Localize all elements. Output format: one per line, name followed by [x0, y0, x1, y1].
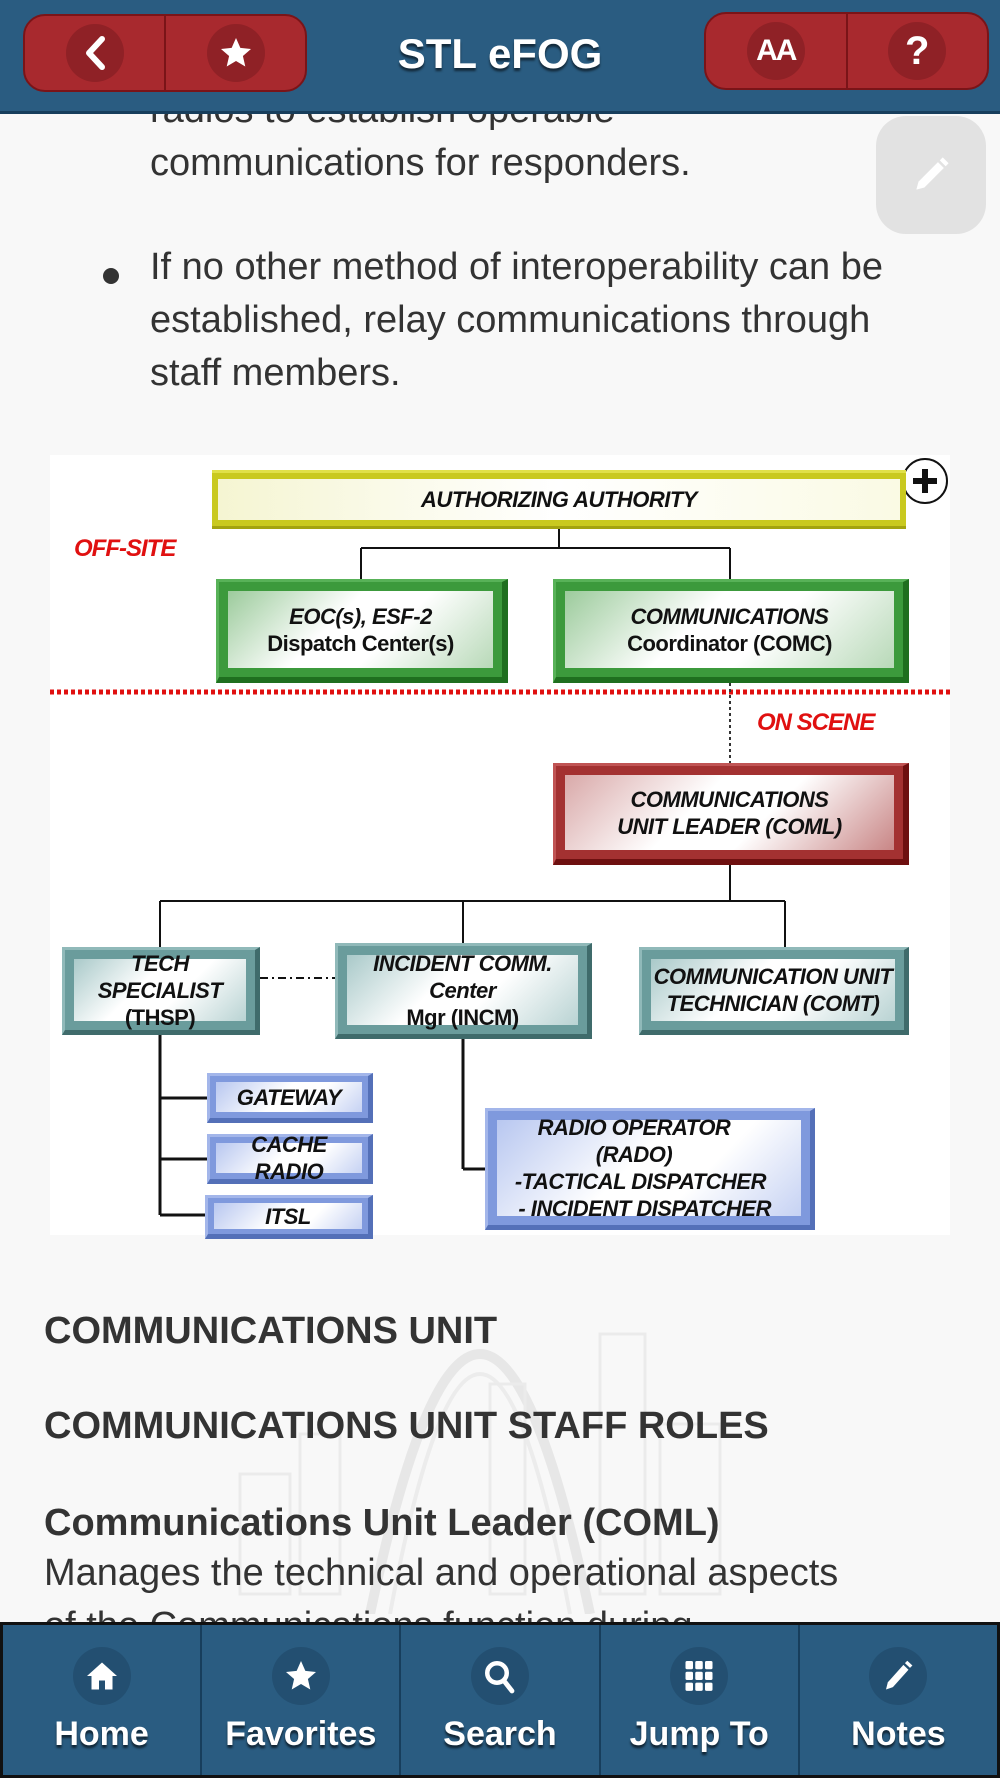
- plus-icon: [913, 469, 937, 493]
- node-label: INCIDENT COMM. Center: [373, 950, 552, 1003]
- org-chart-connectors: [50, 527, 950, 1217]
- node-comt: COMMUNICATION UNIT TECHNICIAN (COMT): [639, 947, 909, 1035]
- home-icon: [72, 1647, 131, 1705]
- tab-home-label: Home: [54, 1715, 149, 1753]
- node-authorizing-authority: AUTHORIZING AUTHORITY: [212, 470, 906, 529]
- node-cache-radio: CACHE RADIO: [207, 1132, 373, 1184]
- role-heading-coml: Communications Unit Leader (COML): [44, 1502, 720, 1544]
- node-thsp: TECH SPECIALIST (THSP): [62, 947, 260, 1035]
- text-size-button[interactable]: AA: [706, 14, 846, 88]
- tab-home[interactable]: Home: [3, 1625, 200, 1775]
- node-label: ITSL: [265, 1203, 311, 1229]
- on-scene-label: ON SCENE: [757, 709, 875, 736]
- partial-paragraph-line-1: radios to establish operable: [150, 114, 930, 137]
- node-label: TECHNICIAN (COMT): [666, 991, 880, 1016]
- node-label: - INCIDENT DISPATCHER: [518, 1196, 771, 1221]
- search-icon: [471, 1647, 529, 1705]
- content-area[interactable]: radios to establish operable communicati…: [0, 114, 1000, 1624]
- tab-favorites[interactable]: Favorites: [200, 1625, 399, 1775]
- node-label: COMMUNICATION UNIT: [653, 964, 893, 989]
- help-icon: ?: [888, 22, 947, 80]
- tab-notes-label: Notes: [851, 1715, 946, 1753]
- org-chart-image[interactable]: OFF-SITE ON SCENE AUTHORIZING AUTHORITY …: [50, 455, 950, 1239]
- role-description-line-2: of the Communications function during: [44, 1600, 964, 1624]
- node-label: UNIT LEADER (COML): [617, 813, 842, 839]
- header-right-button-group: AA ?: [704, 12, 989, 90]
- node-itsl: ITSL: [205, 1195, 373, 1239]
- bullet-item: If no other method of interoperability c…: [150, 246, 884, 394]
- tab-jump-to[interactable]: Jump To: [598, 1625, 798, 1775]
- star-icon: [206, 24, 265, 82]
- help-button[interactable]: ?: [845, 14, 988, 88]
- node-label: TECH SPECIALIST: [97, 950, 223, 1003]
- tab-notes[interactable]: Notes: [797, 1625, 997, 1775]
- node-label: (THSP): [124, 1004, 196, 1030]
- node-comc: COMMUNICATIONS Coordinator (COMC): [553, 579, 909, 683]
- section-heading-staff-roles: COMMUNICATIONS UNIT STAFF ROLES: [44, 1405, 769, 1447]
- pencil-icon: [869, 1647, 928, 1705]
- node-label: CACHE RADIO: [251, 1132, 327, 1184]
- node-coml: COMMUNICATIONS UNIT LEADER (COML): [553, 763, 909, 865]
- star-icon: [271, 1647, 330, 1705]
- skyline-watermark-icon: [238, 1332, 722, 1614]
- node-incm: INCIDENT COMM. Center Mgr (INCM): [335, 943, 592, 1039]
- node-label: AUTHORIZING AUTHORITY: [421, 487, 697, 512]
- partial-paragraph-line-2: communications for responders.: [150, 142, 691, 184]
- node-label: Mgr (INCM): [406, 1004, 519, 1030]
- node-rado: RADIO OPERATOR (RADO) -TACTICAL DISPATCH…: [485, 1108, 815, 1230]
- node-label: EOC(s), ESF-2: [289, 603, 432, 629]
- node-label: COMMUNICATIONS: [630, 603, 829, 629]
- bullet-icon: [103, 268, 119, 284]
- expand-image-button[interactable]: [902, 458, 948, 504]
- partial-paragraph: radios to establish operable communicati…: [150, 114, 930, 190]
- floating-note-button[interactable]: [876, 116, 986, 234]
- node-label: COMMUNICATIONS: [630, 786, 829, 812]
- role-description: Manages the technical and operational as…: [44, 1547, 964, 1624]
- off-site-label: OFF-SITE: [74, 535, 176, 562]
- tab-search-label: Search: [443, 1715, 557, 1753]
- node-gateway: GATEWAY: [207, 1073, 373, 1123]
- tab-jump-to-label: Jump To: [629, 1715, 769, 1753]
- bottom-tab-bar: Home Favorites Search Jump To Not: [0, 1622, 1000, 1778]
- grid-icon: [670, 1647, 729, 1705]
- role-description-line-1: Manages the technical and operational as…: [44, 1552, 839, 1594]
- text-size-icon: AA: [746, 22, 805, 80]
- node-label: Dispatch Center(s): [267, 630, 454, 656]
- pencil-icon: [916, 157, 949, 190]
- app-header: STL eFOG AA ?: [0, 0, 1000, 114]
- tab-favorites-label: Favorites: [225, 1715, 377, 1753]
- chevron-left-icon: [65, 24, 124, 82]
- app-title: STL eFOG: [397, 30, 603, 77]
- add-favorite-button[interactable]: [164, 16, 305, 90]
- node-eoc-dispatch: EOC(s), ESF-2 Dispatch Center(s): [216, 579, 508, 683]
- node-label: RADIO OPERATOR (RADO): [537, 1115, 731, 1167]
- header-left-button-group: [23, 14, 307, 92]
- back-button[interactable]: [25, 16, 164, 90]
- node-label: GATEWAY: [236, 1084, 342, 1110]
- section-heading-communications-unit: COMMUNICATIONS UNIT: [44, 1310, 498, 1352]
- node-label: Coordinator (COMC): [627, 630, 832, 656]
- tab-search[interactable]: Search: [399, 1625, 598, 1775]
- node-label: -TACTICAL DISPATCHER: [514, 1169, 767, 1194]
